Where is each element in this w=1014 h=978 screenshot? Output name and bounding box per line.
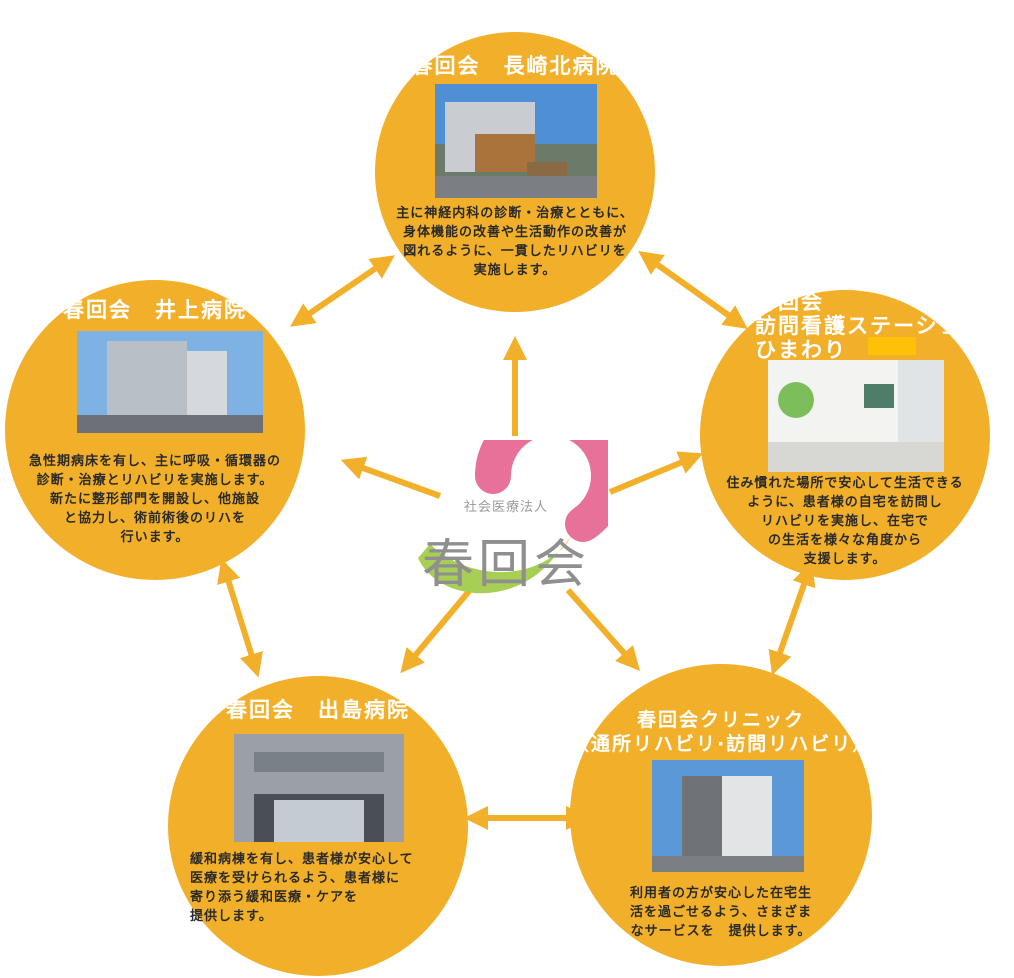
- node-dejima: 春回会 出島病院 緩和病棟を有し、患者様が安心して 医療を受けられるよう、患者様…: [168, 676, 468, 976]
- arrow-center-left: [340, 456, 442, 499]
- node-nagasaki-kita: 春回会 長崎北病院 主に神経内科の診断・治療とともに、 身体機能の改善や生活動作…: [375, 32, 655, 312]
- node-title: 春回会 出島病院: [226, 698, 410, 722]
- node-description: 利用者の方が安心した在宅生 活を過ごせるよう、さまざま なサービスを 提供します…: [629, 886, 812, 939]
- arrow-center-bottomleft: [400, 588, 473, 674]
- building-photo: [652, 760, 804, 872]
- logo-subtitle: 社会医療法人: [464, 500, 549, 515]
- node-title: 春回会 長崎北病院: [411, 54, 619, 78]
- hospital-building-image: [77, 331, 263, 433]
- building-photo: [77, 331, 263, 433]
- arrow-right-bottomright: [768, 561, 816, 676]
- station-room-image: [768, 360, 944, 472]
- node-description: 緩和病棟を有し、患者様が安心して 医療を受けられるよう、患者様に 寄り添う緩和医…: [190, 852, 414, 924]
- building-photo: [435, 84, 597, 198]
- node-inoue: 春回会 井上病院 急性期病床を有し、主に呼吸・循環器の 診断・治療とリハビリを実…: [5, 280, 305, 580]
- building-photo: [234, 734, 404, 842]
- clinic-building-image: [652, 760, 804, 872]
- node-description: 急性期病床を有し、主に呼吸・循環器の 診断・治療とリハビリを実施します。 新たに…: [28, 454, 281, 545]
- node-himawari: 春回会 訪問看護ステーション ひまわり 住み慣れた場所で安心して生活できる よう…: [700, 290, 990, 580]
- station-photo: [768, 360, 944, 472]
- hospital-building-image: [234, 734, 404, 842]
- node-clinic: 春回会クリニック （通所リハビリ·訪問リハビリ） 利用者の方が安心した在宅生 活…: [570, 664, 872, 966]
- arrow-left-bottomleft: [217, 558, 263, 678]
- logo-mark: [418, 440, 608, 594]
- logo: 社会医療法人 春回会: [408, 440, 608, 610]
- logo-name: 春回会: [422, 535, 591, 595]
- arrow-top-left: [290, 255, 395, 327]
- node-title: 春回会 訪問看護ステーション ひまわり: [755, 290, 985, 362]
- arrow-top-right: [638, 251, 748, 329]
- node-description: 住み慣れた場所で安心して生活できる ように、患者様の自宅を訪問し リハビリを実施…: [726, 476, 964, 567]
- node-title: 春回会クリニック （通所リハビリ·訪問リハビリ）: [570, 709, 874, 755]
- node-description: 主に神経内科の診断・治療とともに、 身体機能の改善や生活動作の改善が 図れるよう…: [396, 206, 634, 278]
- highlight-marker: [868, 337, 916, 355]
- arrow-center-bottomright: [565, 588, 640, 671]
- node-title: 春回会 井上病院: [63, 298, 247, 322]
- hospital-building-image: [435, 84, 597, 198]
- arrow-center-right: [608, 451, 704, 495]
